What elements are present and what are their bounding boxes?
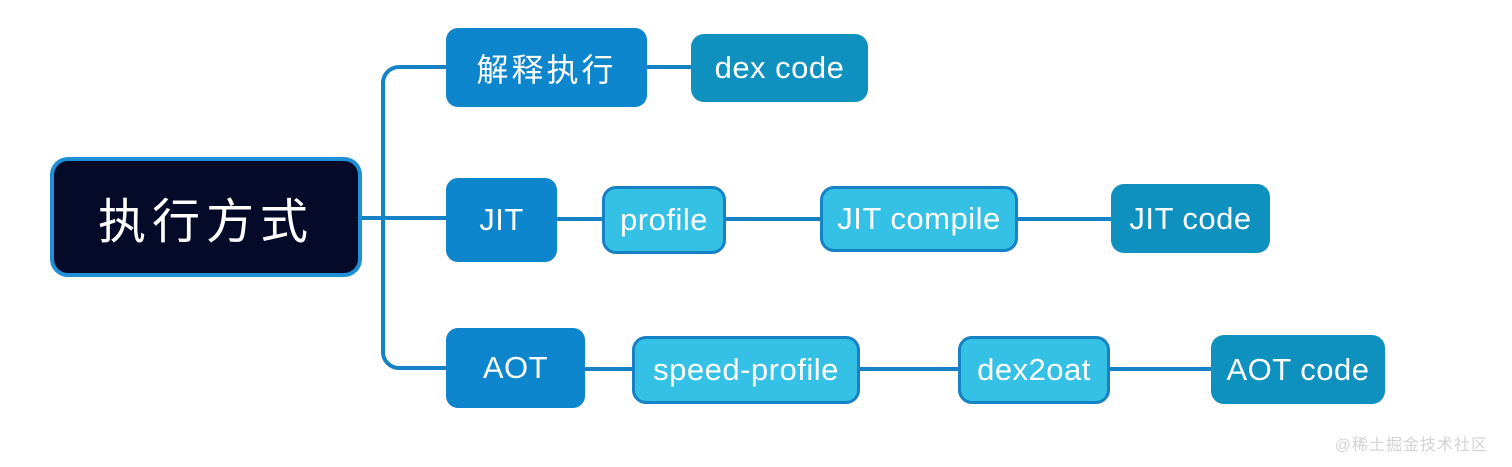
root-node-execution-mode[interactable]: 执行方式 xyxy=(50,157,362,277)
node-jit-compile[interactable]: JIT compile xyxy=(820,186,1018,252)
branch-node-jit[interactable]: JIT xyxy=(446,178,557,262)
branch-node-aot[interactable]: AOT xyxy=(446,328,585,408)
branch-node-interpret-label: 解释执行 xyxy=(476,51,617,88)
node-jit-code[interactable]: JIT code xyxy=(1111,184,1270,253)
node-dex-code[interactable]: dex code xyxy=(691,34,868,102)
connector-bus xyxy=(381,65,446,370)
watermark: @稀土掘金技术社区 xyxy=(1334,437,1488,454)
node-jit-compile-label: JIT compile xyxy=(837,201,1001,236)
node-aot-code-label: AOT code xyxy=(1226,351,1370,387)
node-dex-code-label: dex code xyxy=(714,50,845,85)
node-speed-profile-label: speed-profile xyxy=(653,352,839,387)
root-node-label: 执行方式 xyxy=(97,196,314,249)
node-aot-code[interactable]: AOT code xyxy=(1211,335,1385,404)
node-jit-code-label: JIT code xyxy=(1129,200,1252,236)
node-dex2oat[interactable]: dex2oat xyxy=(958,336,1110,404)
node-dex2oat-label: dex2oat xyxy=(977,352,1091,387)
node-profile[interactable]: profile xyxy=(602,186,726,254)
branch-node-interpret[interactable]: 解释执行 xyxy=(446,28,647,107)
node-profile-label: profile xyxy=(620,202,708,237)
branch-node-aot-label: AOT xyxy=(482,350,549,385)
node-speed-profile[interactable]: speed-profile xyxy=(632,336,860,404)
branch-node-jit-label: JIT xyxy=(479,202,524,237)
